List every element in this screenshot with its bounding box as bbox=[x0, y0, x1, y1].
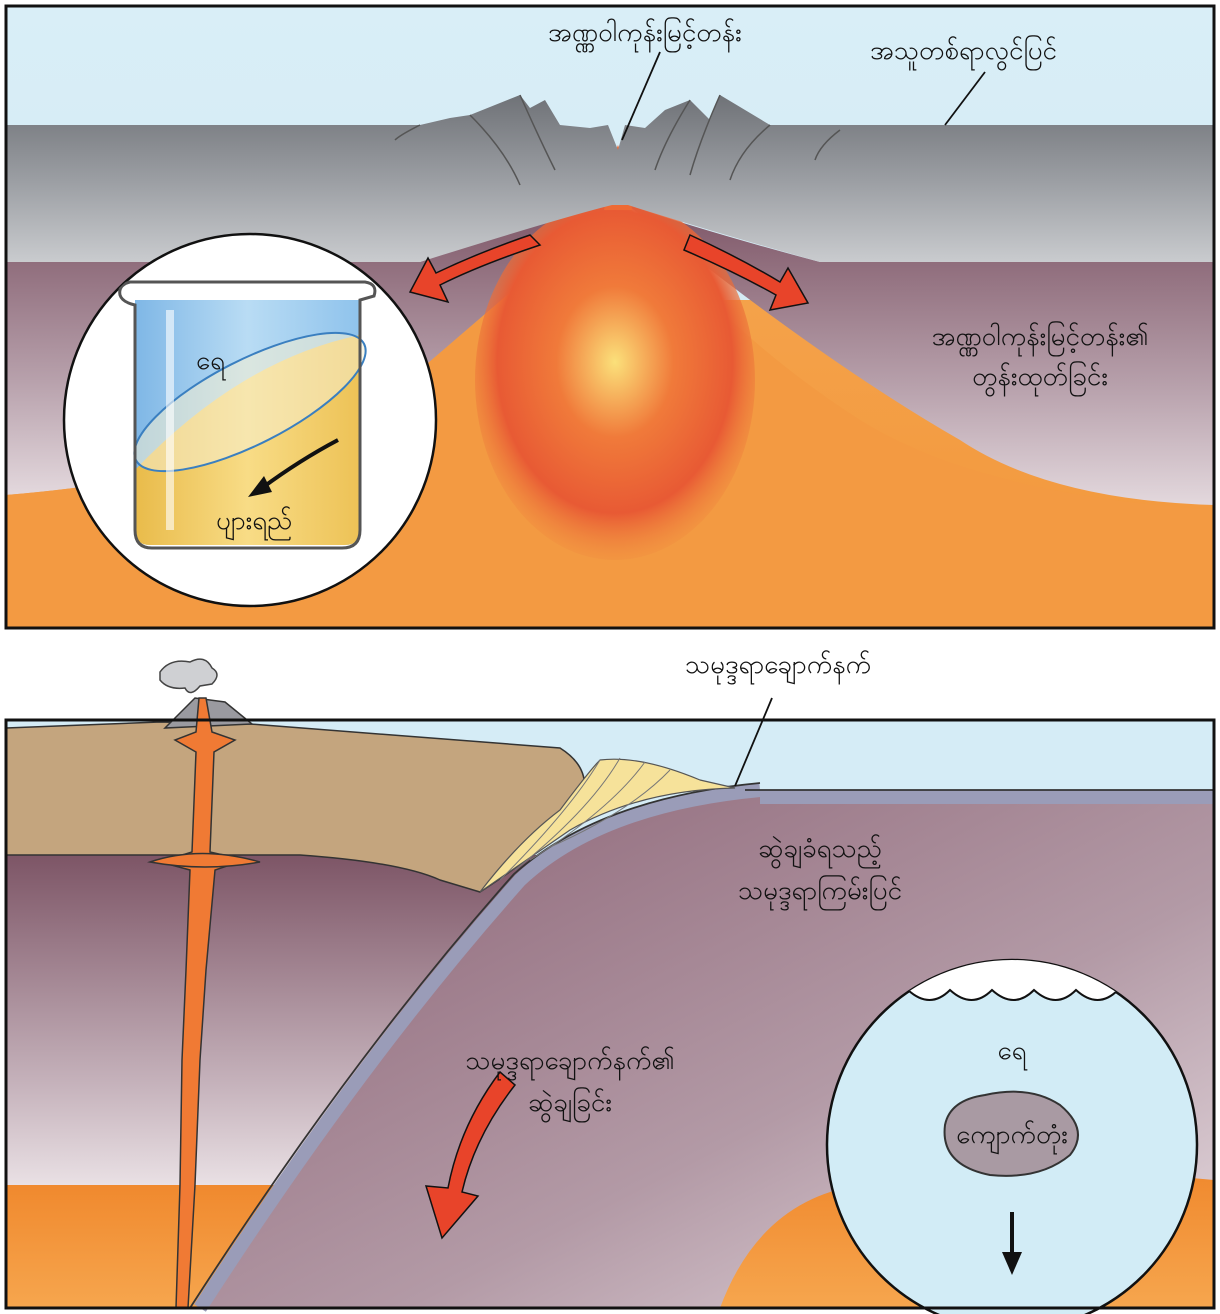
slab-pull-arrow bbox=[424, 1070, 517, 1240]
ridge-push-panel: အဏ္ဏဝါကုန်းမြင့်တန်း အသူတစ်ရာလွင်ပြင် အဏ… bbox=[0, 0, 1220, 630]
trench-label: သမုဒ္ဒရာချောက်နက် bbox=[685, 650, 872, 680]
oceanic-crust-layer bbox=[194, 783, 761, 1312]
bottom-panel-frame bbox=[4, 718, 1216, 1310]
slab-pull-diagram bbox=[4, 658, 1216, 1314]
push-arrow-left bbox=[408, 234, 542, 304]
ridge-leader-line bbox=[621, 51, 661, 141]
subducting-floor-label-line1: ဆွဲချခံရသည့် bbox=[758, 834, 882, 864]
slab-pull-panel: သမုဒ္ဒရာချောက်နက် ဆွဲချခံရသည့် သမုဒ္ဒရာက… bbox=[0, 640, 1220, 1314]
ridge-label: အဏ္ဏဝါကုန်းမြင့်တန်း bbox=[548, 18, 742, 48]
volcano-ash-cloud bbox=[159, 658, 218, 694]
plate-leader-line bbox=[944, 71, 986, 126]
slab-pull-label-line2: ဆွဲချခြင်း bbox=[528, 1088, 612, 1118]
top-panel-frame bbox=[4, 4, 1216, 630]
ridge-push-diagram bbox=[4, 4, 1216, 630]
rock-label: ကျောက်တုံး bbox=[956, 1120, 1068, 1150]
rock-inset-water-label: ရေ bbox=[997, 1036, 1027, 1066]
flow-arrow-shaft bbox=[260, 438, 339, 490]
slab-top-edge bbox=[189, 782, 761, 1309]
rock bbox=[943, 1090, 1079, 1177]
flow-arrow-head bbox=[248, 476, 272, 497]
beaker-outline bbox=[118, 280, 377, 550]
slab-pull-label-line1: သမုဒ္ဒရာချောက်နက်၏ bbox=[465, 1046, 675, 1076]
oceanic-crust bbox=[6, 95, 1214, 262]
sink-arrow-head bbox=[1002, 1252, 1022, 1275]
beaker-inset bbox=[62, 232, 438, 608]
inset-water-label: ရေ bbox=[196, 346, 226, 376]
subducting-floor-label-line2: သမုဒ္ဒရာကြမ်းပြင် bbox=[737, 876, 903, 906]
ridge-push-label-line2: တွန်းထုတ်ခြင်း bbox=[972, 362, 1108, 392]
ridge-push-label-line1: အဏ္ဏဝါကုန်းမြင့်တန်း၏ bbox=[931, 322, 1149, 352]
magma-chamber bbox=[147, 852, 261, 868]
push-arrow-right bbox=[683, 233, 810, 311]
inset-syrup-label: ပျားရည် bbox=[216, 506, 293, 536]
trench-leader-line bbox=[734, 697, 773, 787]
abyssal-plain-label: အသူတစ်ရာလွင်ပြင် bbox=[870, 36, 1057, 66]
magma-plume bbox=[475, 200, 755, 560]
fault-lines bbox=[394, 94, 841, 186]
